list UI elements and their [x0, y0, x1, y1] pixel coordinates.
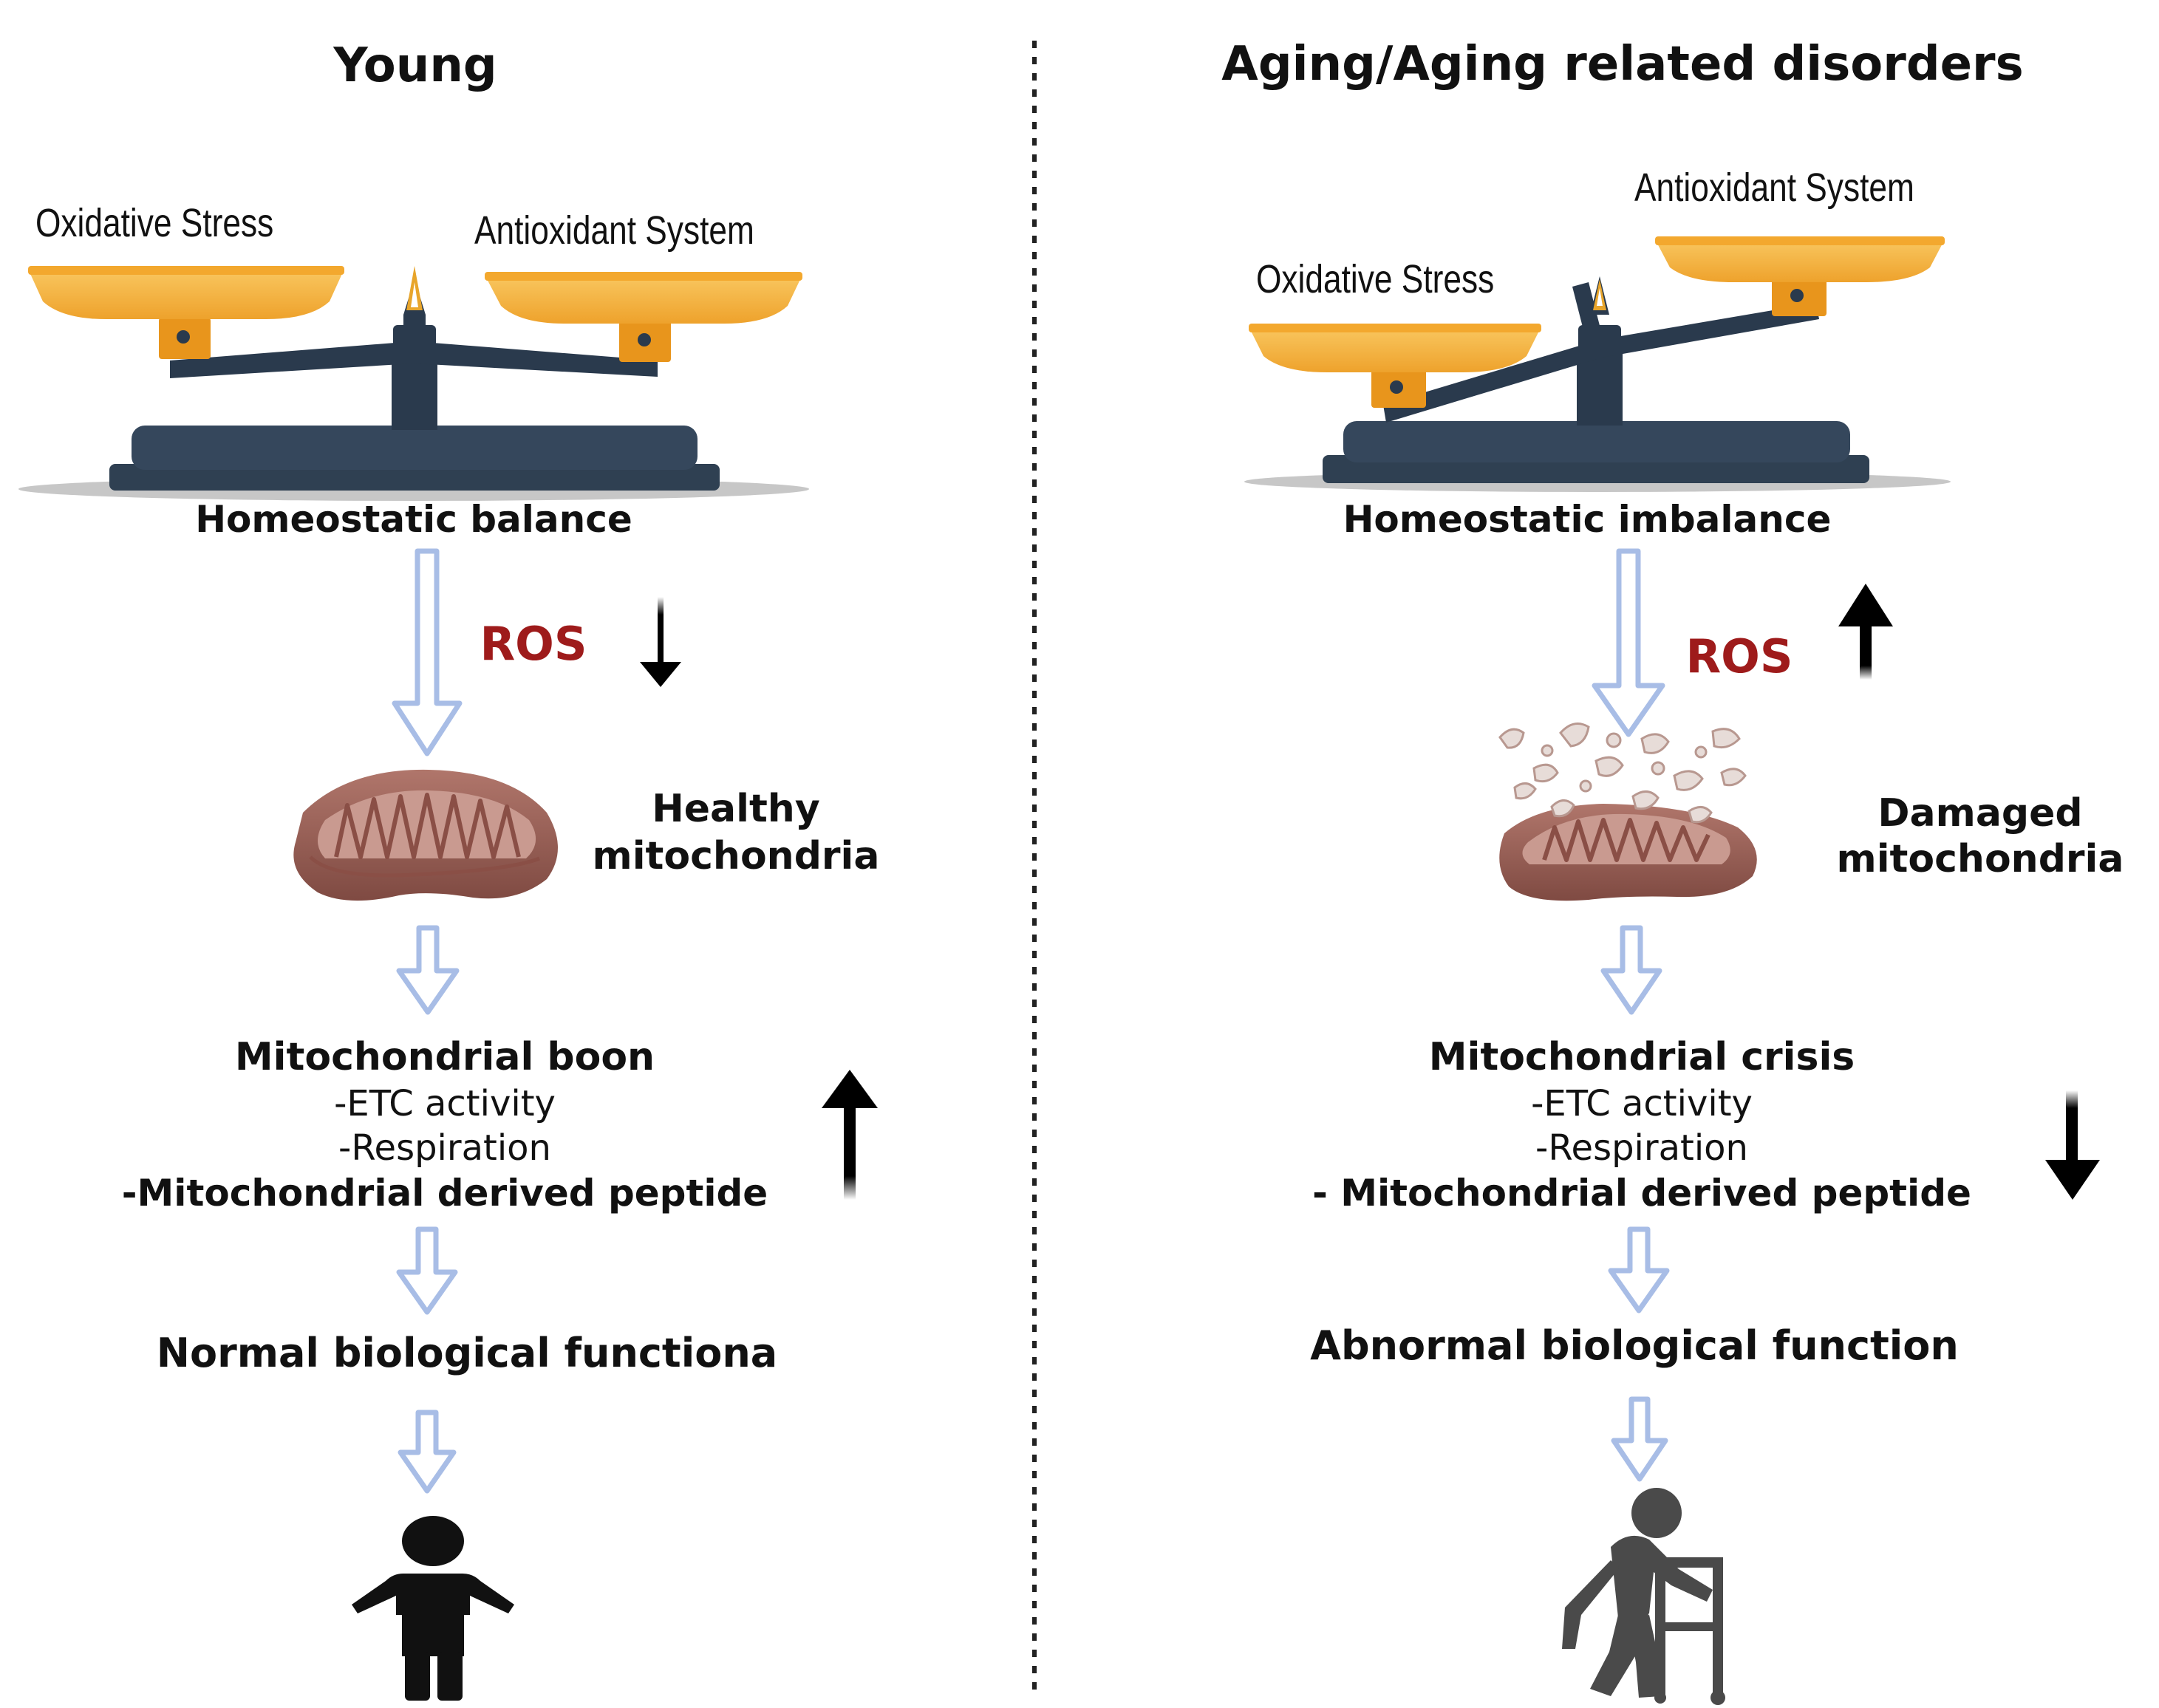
person-icon [352, 1516, 514, 1701]
aging-crisis-down-arrow-icon [2045, 1090, 2100, 1200]
young-ros-label: ROS [480, 617, 587, 671]
young-mito-label-line1: Healthy [652, 787, 819, 831]
young-item-etc: -ETC activity [334, 1083, 556, 1124]
damaged-mitochondria-icon [1498, 723, 1757, 901]
aging-ros-up-arrow-icon [1838, 584, 1893, 680]
young-balance-label: Homeostatic balance [195, 498, 632, 541]
young-title: Young [332, 38, 497, 93]
young-flow-arrow-3 [396, 1226, 458, 1315]
aging-balance-label: Homeostatic imbalance [1343, 498, 1832, 541]
young-scale-left-label: Oxidative Stress [35, 201, 273, 245]
aging-mito-label-line1: Damaged [1877, 791, 2082, 836]
aging-scale-left-label: Oxidative Stress [1256, 257, 1494, 301]
aging-flow-arrow-1 [1592, 548, 1665, 737]
young-scale-right-label: Antioxidant System [474, 208, 754, 253]
young-flow-arrow-1 [392, 548, 463, 756]
aging-ros-label: ROS [1685, 629, 1793, 683]
aging-panel: Aging/Aging related disorders Antioxidan… [1221, 37, 2124, 1705]
healthy-mitochondria-icon [293, 769, 558, 901]
young-item-respiration: -Respiration [338, 1127, 551, 1169]
aging-flow-arrow-3 [1608, 1226, 1670, 1314]
balanced-scale-icon [18, 266, 809, 501]
aging-item-respiration: -Respiration [1535, 1127, 1748, 1169]
aging-outcome: Abnormal biological function [1310, 1322, 1959, 1369]
young-item-peptide: -Mitochondrial derived peptide [122, 1172, 768, 1215]
young-outcome: Normal biological functiona [157, 1330, 777, 1376]
aging-flow-arrow-2 [1600, 925, 1662, 1015]
aging-title: Aging/Aging related disorders [1221, 37, 2023, 92]
aging-crisis-title: Mitochondrial crisis [1429, 1035, 1855, 1079]
aging-item-peptide: - Mitochondrial derived peptide [1312, 1172, 1971, 1215]
young-boon-up-arrow-icon [822, 1070, 878, 1200]
young-mito-label-line2: mitochondria [593, 834, 880, 878]
young-flow-arrow-4 [398, 1410, 457, 1494]
aging-mito-label-line2: mitochondria [1837, 837, 2124, 881]
young-ros-down-arrow-icon [640, 597, 681, 687]
young-panel: Young Oxidative Stress Antioxidant Syste… [18, 38, 879, 1701]
elderly-walker-icon [1562, 1488, 1725, 1705]
aging-flow-arrow-4 [1611, 1396, 1668, 1482]
aging-scale-right-label: Antioxidant System [1634, 165, 1914, 210]
young-flow-arrow-2 [396, 925, 460, 1015]
young-boon-title: Mitochondrial boon [235, 1035, 655, 1079]
aging-item-etc: -ETC activity [1531, 1083, 1753, 1124]
tilted-scale-icon [1244, 236, 1951, 492]
